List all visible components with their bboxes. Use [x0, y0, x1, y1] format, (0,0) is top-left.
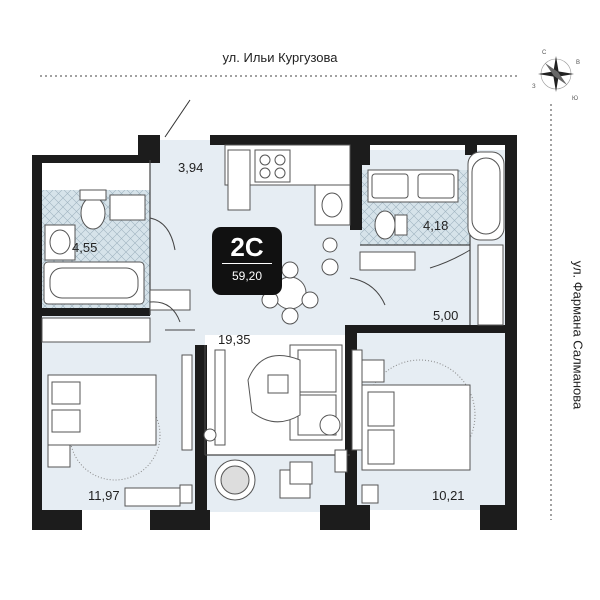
room-area-bedroom-right: 10,21 — [432, 488, 465, 503]
compass-icon: С Ю З В — [532, 50, 580, 102]
svg-text:С: С — [542, 50, 547, 56]
room-area-kitchen-living: 19,35 — [218, 332, 251, 347]
dining-table — [261, 237, 339, 325]
room-area-bedroom-left: 11,97 — [88, 488, 120, 503]
bedroom-left-furniture — [47, 354, 193, 507]
street-label-right: ул. Фармана Салманова — [570, 260, 586, 410]
kitchen-counter — [224, 144, 351, 226]
bathroom-right-fixtures — [367, 151, 505, 241]
svg-text:З: З — [532, 84, 536, 90]
walls — [32, 135, 517, 530]
doors — [149, 217, 471, 331]
room-area-hall: 5,00 — [433, 308, 459, 323]
svg-text:В: В — [576, 60, 580, 66]
room-area-bathroom-left: 4,55 — [72, 240, 98, 255]
room-area-entrance: 3,94 — [178, 160, 204, 175]
bathroom-left-fixtures — [43, 189, 146, 305]
sofa — [247, 344, 343, 441]
street-label-top: ул. Ильи Кургузова — [222, 50, 338, 65]
total-area: 59,20 — [231, 269, 263, 283]
apartment-type: 2С — [230, 232, 264, 262]
room-area-bathroom-right: 4,18 — [423, 218, 449, 233]
apartment-badge: 2С 59,20 — [212, 227, 282, 295]
entrance-arrow — [164, 99, 191, 138]
svg-text:Ю: Ю — [572, 96, 578, 102]
wardrobes — [41, 244, 504, 343]
bedroom-right-furniture — [351, 349, 476, 504]
armchair — [203, 349, 348, 501]
badge-divider — [222, 263, 272, 264]
